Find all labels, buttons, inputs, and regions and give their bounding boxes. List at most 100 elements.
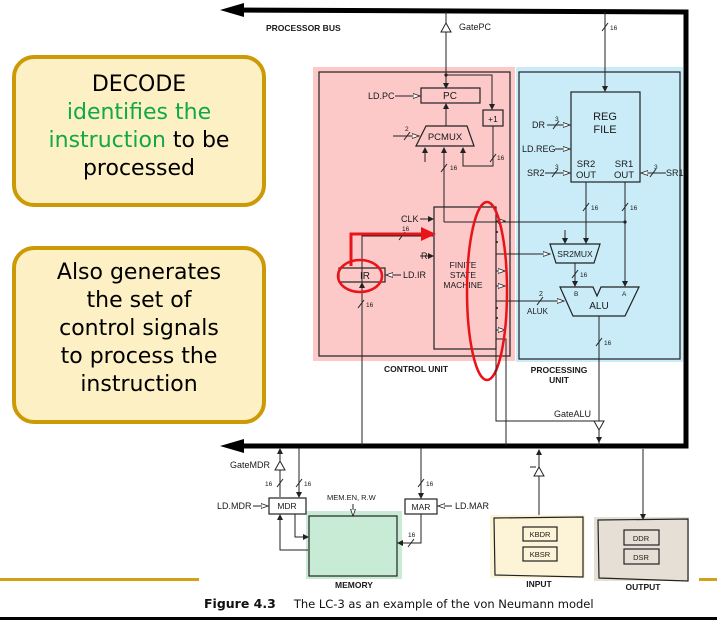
width-label: 16 [426, 481, 434, 488]
processing-unit-title: UNIT [549, 375, 570, 385]
callout-line: Also generates [56, 260, 222, 285]
gatepc-label: GatePC [459, 22, 492, 32]
decode-callout: DECODE identifies the instruction to be … [12, 55, 266, 207]
clk-label: CLK [401, 214, 419, 224]
callout-line: to process the [60, 344, 218, 369]
width-label: 16 [450, 165, 458, 172]
annotation-arrowhead-icon [421, 227, 436, 241]
finite-state-machine [433, 206, 497, 350]
gatepc-tristate-icon [440, 21, 452, 33]
bus-arrow-bottom-icon [220, 439, 244, 453]
input-title: INPUT [526, 579, 552, 589]
aluk-label: ALUK [527, 307, 549, 316]
ir-label: IR [360, 271, 370, 282]
ld-ir-label: LD.IR [403, 270, 427, 280]
ir-to-fsm-annotation-arrow [349, 232, 424, 266]
gatemdr-label: GateMDR [230, 460, 271, 470]
input-tristate-icon [533, 465, 545, 477]
callout-title: DECODE [91, 72, 187, 97]
dsr-label: DSR [633, 553, 649, 562]
sr1-label: SR1 [666, 168, 684, 178]
bus-label: PROCESSOR BUS [266, 23, 341, 33]
sr2-label: SR2 [527, 168, 545, 178]
output-device [597, 518, 689, 582]
width-label: 16 [265, 481, 273, 488]
callout-highlight-word: instruction [48, 128, 166, 153]
dsr-register [623, 548, 660, 565]
ld-pc-label: LD.PC [368, 91, 395, 101]
pc-register [420, 87, 481, 104]
fsm-label: STATE [450, 270, 476, 280]
processing-unit-title: PROCESSING [531, 365, 588, 375]
kbdr-register [522, 526, 558, 542]
pc-label: PC [443, 91, 457, 102]
sr2mux-label: SR2MUX [557, 249, 593, 259]
width-label: 16 [610, 25, 618, 32]
figure-caption-text: The LC-3 as an example of the von Neuman… [293, 597, 594, 611]
width-label: 3 [555, 164, 559, 171]
ld-mdr-label: LD.MDR [217, 501, 252, 511]
callout-highlight-line: identifies the [66, 100, 212, 125]
mar-label: MAR [412, 502, 431, 512]
control-unit-region [313, 67, 515, 361]
alu-b-label: B [574, 291, 578, 298]
gatealu-tristate-icon [593, 420, 605, 432]
mem-ctrl-label: MEM.EN, R.W [327, 493, 377, 502]
bus-arrow-top-icon [220, 3, 244, 17]
pcmux [415, 125, 475, 147]
gatealu-label: GateALU [554, 409, 591, 419]
fsm-label: MACHINE [443, 280, 483, 290]
sr1-out-label: OUT [614, 170, 634, 181]
width-label: 16 [591, 205, 599, 212]
width-label: 16 [408, 532, 416, 539]
width-label: 16 [366, 302, 374, 309]
callout-mixed-line: instruction to be [16, 127, 262, 155]
callout-rest: to be [165, 128, 230, 153]
sr2-out-label: SR2 [577, 159, 595, 170]
incrementer-label: +1 [488, 114, 498, 124]
processing-unit-region [516, 67, 683, 362]
mdr-register [268, 497, 307, 515]
fsm-label: FINITE [450, 260, 477, 270]
ddr-label: DDR [633, 534, 650, 543]
aluk-width: 2 [539, 291, 543, 298]
pcmux-label: PCMUX [428, 132, 463, 143]
output-title: OUTPUT [626, 582, 662, 592]
width-label: 16 [630, 205, 638, 212]
callout-last-line: processed [82, 156, 196, 181]
kbsr-register [522, 546, 558, 562]
kbsr-label: KBSR [530, 550, 551, 559]
mdr-label: MDR [277, 501, 296, 511]
processor-bus [231, 7, 689, 449]
bottom-rule [0, 617, 717, 620]
control-signals-callout: Also generates the set of control signal… [12, 246, 266, 424]
ld-mar-label: LD.MAR [455, 501, 490, 511]
callout-line: the set of [86, 288, 192, 313]
control-unit-border [318, 71, 511, 357]
gatemdr-tristate-icon [274, 459, 286, 471]
sr2mux [549, 243, 601, 264]
width-label: 16 [604, 340, 612, 347]
input-device [493, 516, 584, 578]
control-unit-title: CONTROL UNIT [384, 364, 449, 374]
reg-file-label: REG [593, 111, 617, 123]
reg-file-label: FILE [593, 124, 616, 136]
slide-divider-right [699, 578, 717, 581]
callout-line: instruction [80, 372, 198, 397]
width-label: 16 [402, 226, 410, 233]
pc-to-incrementer-wire [446, 74, 495, 110]
width-label: 16 [497, 155, 505, 162]
pcmux-sel-width: 2 [405, 126, 409, 133]
ddr-register [623, 529, 660, 546]
width-label: 3 [654, 164, 658, 171]
ld-reg-label: LD.REG [522, 144, 556, 154]
kbdr-label: KBDR [530, 530, 551, 539]
width-label: 16 [304, 481, 312, 488]
sr1-out-label: SR1 [615, 159, 633, 170]
memory-region [306, 511, 402, 579]
alu [559, 286, 640, 317]
width-label: 16 [580, 272, 588, 279]
width-label: 3 [555, 116, 559, 123]
memory-title: MEMORY [335, 580, 373, 590]
